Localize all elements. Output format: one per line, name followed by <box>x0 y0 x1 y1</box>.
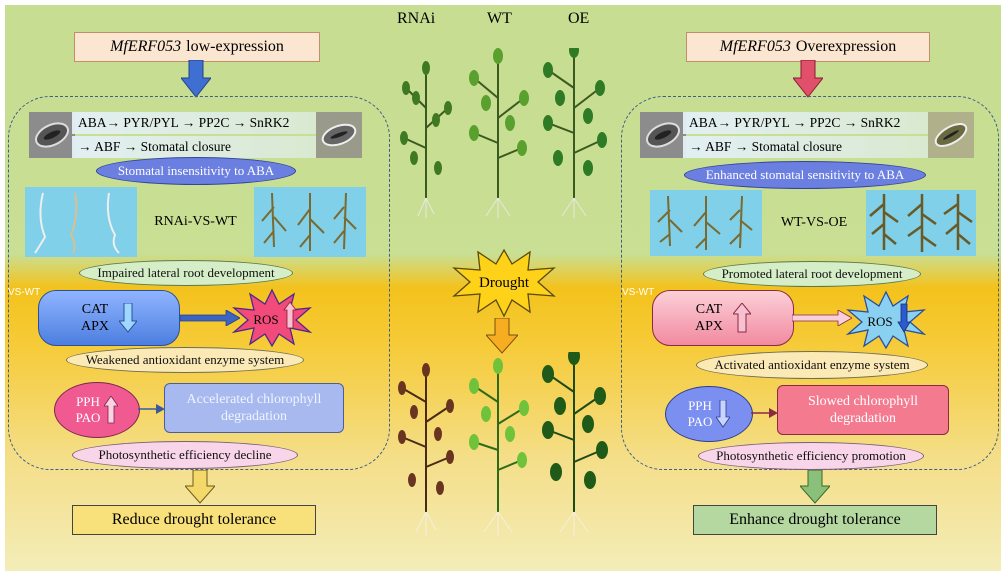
right-down-arrow-icon <box>793 60 823 98</box>
right-pph: PPH <box>688 398 712 413</box>
right-root-oval: Promoted lateral root development <box>703 261 921 287</box>
drought-label: Drought <box>479 275 530 291</box>
left-pph-arrow-icon <box>138 404 165 414</box>
right-ros-label: ROS <box>867 314 892 329</box>
left-pathway-line2: → ABF → Stomatal closure <box>72 136 320 158</box>
left-vs-tag: VS-WT <box>8 287 41 298</box>
left-photo-oval: Photosynthetic efficiency decline <box>72 441 298 469</box>
left-antioxidant-oval: Weakened antioxidant enzyme system <box>66 347 304 373</box>
left-roots-wt-image <box>254 187 366 257</box>
right-photo-oval: Photosynthetic efficiency promotion <box>698 442 924 470</box>
right-pph-down-arrow-icon <box>716 400 731 428</box>
right-pph-arrow-icon <box>751 408 778 418</box>
left-title-rest: low-expression <box>186 38 284 55</box>
right-title: MfERF053 Overexpression <box>686 32 930 62</box>
left-pph: PPH <box>76 394 100 409</box>
right-stoma-open-image <box>640 112 686 158</box>
right-pathway-line2: → ABF → Stomatal closure <box>683 136 931 158</box>
left-result-box: Reduce drought tolerance <box>72 505 316 535</box>
left-title: MfERF053 low-expression <box>74 32 320 62</box>
left-pathway-line1: ABA→ PYR/PYL → PP2C → SnRK2 <box>72 112 320 134</box>
right-pathway-line1: ABA→ PYR/PYL → PP2C → SnRK2 <box>683 112 931 134</box>
right-roots-oe-image <box>866 190 976 256</box>
left-enzyme-down-arrow-icon <box>119 303 137 333</box>
right-enzyme-ros-arrow-icon <box>792 310 852 326</box>
right-pph-pao-oval: PPH PAO <box>665 386 753 442</box>
right-root-compare: WT-VS-OE <box>780 215 848 230</box>
right-enzyme-apx: APX <box>694 319 723 334</box>
left-title-gene: MfERF053 <box>110 38 182 55</box>
left-enzyme-ros-arrow-icon <box>180 310 240 326</box>
drought-burst: Drought <box>452 248 556 318</box>
right-roots-wt-image <box>650 190 762 256</box>
right-enzyme-box: CAT APX <box>652 290 794 346</box>
left-pph-pao-oval: PPH PAO <box>54 382 140 438</box>
right-vs-tag: VS-WT <box>622 287 655 298</box>
left-pph-up-arrow-icon <box>104 396 119 424</box>
label-wt: WT <box>487 10 512 27</box>
left-stoma-closed-image <box>316 112 362 158</box>
right-enzyme-up-arrow-icon <box>733 303 751 333</box>
right-title-rest: Overexpression <box>795 38 897 55</box>
left-enzyme-cat: CAT <box>81 302 109 317</box>
right-title-gene: MfERF053 <box>719 38 791 55</box>
drought-down-arrow-icon <box>486 318 518 354</box>
left-stomatal-oval: Stomatal insensitivity to ABA <box>96 157 296 185</box>
right-antioxidant-oval: Activated antioxidant enzyme system <box>696 351 928 379</box>
left-stoma-open-image <box>29 112 75 158</box>
right-chlorophyll-box: Slowed chlorophyll degradation <box>777 385 949 435</box>
right-stoma-closed-image <box>928 112 974 158</box>
right-pao: PAO <box>687 414 713 429</box>
left-chlorophyll-box: Accelerated chlorophyll degradation <box>164 383 344 433</box>
right-stomatal-oval: Enhanced stomatal sensitivity to ABA <box>684 161 926 189</box>
left-ros-burst: ROS <box>232 288 312 348</box>
label-rnai: RNAi <box>397 10 436 27</box>
right-result-box: Enhance drought tolerance <box>693 505 937 535</box>
left-enzyme-box: CAT APX <box>38 290 180 346</box>
plants-normal-image <box>400 48 607 218</box>
left-root-oval: Impaired lateral root development <box>79 260 293 286</box>
right-result-arrow-icon <box>800 470 830 504</box>
right-ros-burst: ROS <box>846 290 926 350</box>
left-ros-label: ROS <box>253 312 278 327</box>
plants-drought-image <box>398 352 608 536</box>
left-down-arrow-icon <box>181 60 211 98</box>
left-root-compare: RNAi-VS-WT <box>154 214 237 229</box>
right-enzyme-cat: CAT <box>695 302 723 317</box>
left-result-arrow-icon <box>185 470 215 504</box>
left-roots-rnai-image <box>25 187 137 257</box>
label-oe: OE <box>568 10 590 27</box>
left-enzyme-apx: APX <box>80 319 109 334</box>
left-pao: PAO <box>75 410 101 425</box>
